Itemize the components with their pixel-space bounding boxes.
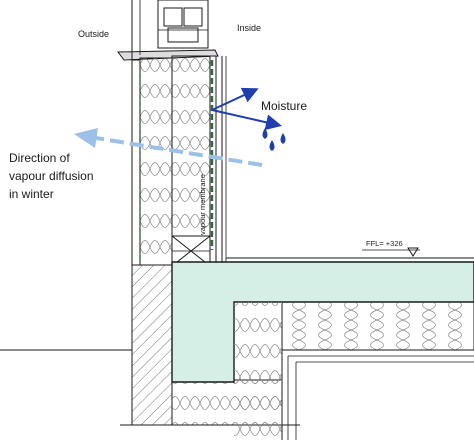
label-ffl: FFL= +326 <box>366 239 403 248</box>
floor-insulation <box>281 301 474 351</box>
moisture-arrows <box>211 87 282 131</box>
water-drops-icon <box>262 128 286 151</box>
label-outside: Outside <box>78 29 109 39</box>
label-direction-1: Direction of <box>9 151 70 165</box>
label-membrane: vapour membrane <box>198 174 207 235</box>
label-direction-3: in winter <box>9 187 54 201</box>
label-inside: Inside <box>237 23 261 33</box>
label-moisture: Moisture <box>261 99 307 113</box>
outer-wall <box>131 55 217 267</box>
ffl-marker <box>362 247 420 257</box>
window-frame <box>117 0 219 61</box>
diffusion-arrow <box>74 128 263 167</box>
label-direction-2: vapour diffusion <box>9 169 94 183</box>
